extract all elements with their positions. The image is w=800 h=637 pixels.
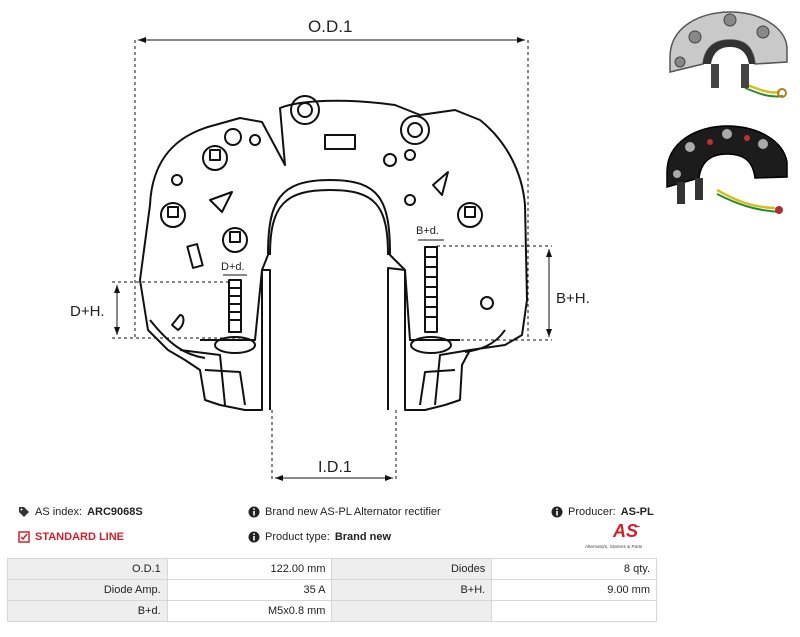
table-row: B+d. M5x0.8 mm xyxy=(7,600,657,622)
check-square-icon xyxy=(18,531,30,543)
bh-label: B+H. xyxy=(556,290,590,307)
table-row: O.D.1 122.00 mm Diodes 8 qty. xyxy=(7,558,657,580)
svg-text:-: - xyxy=(637,521,640,531)
spec-label: B+H. xyxy=(331,579,493,601)
info-icon xyxy=(248,531,260,543)
producer-label: Producer: xyxy=(568,506,616,518)
bd-label: B+d. xyxy=(416,225,439,237)
spec-label: Diode Amp. xyxy=(7,579,168,601)
rectifier-technical-drawing: O.D.1 I.D.1 D+H. B+H. D+d. B+d. xyxy=(70,17,590,481)
producer: Producer: AS-PL xyxy=(551,506,654,518)
as-pl-logo: AS - Alternators, Starters & Parts xyxy=(585,521,643,549)
spec-value xyxy=(491,600,657,622)
spec-value: 8 qty. xyxy=(491,558,657,580)
product-type: Product type: Brand new xyxy=(248,531,391,543)
dh-label: D+H. xyxy=(70,303,105,320)
spec-label: B+d. xyxy=(7,600,168,622)
spec-value: 122.00 mm xyxy=(166,558,333,580)
as-index-value: ARC9068S xyxy=(87,506,143,518)
spec-value: M5x0.8 mm xyxy=(166,600,333,622)
logo-tagline: Alternators, Starters & Parts xyxy=(585,544,643,549)
spec-label: Diodes xyxy=(331,558,493,580)
tag-icon xyxy=(19,507,29,517)
spec-table: O.D.1 122.00 mm Diodes 8 qty. Diode Amp.… xyxy=(7,558,657,622)
as-index-label: AS index: xyxy=(35,506,83,518)
spec-value: 35 A xyxy=(166,579,333,601)
spec-value: 9.00 mm xyxy=(491,579,657,601)
as-index: AS index: ARC9068S xyxy=(18,506,143,518)
producer-value: AS-PL xyxy=(620,506,654,518)
logo-text: AS xyxy=(612,521,638,541)
product-type-label: Product type: xyxy=(265,531,330,543)
product-photo-bottom xyxy=(666,125,788,214)
product-type-value: Brand new xyxy=(334,531,392,543)
table-row: Diode Amp. 35 A B+H. 9.00 mm xyxy=(7,579,657,601)
description: Brand new AS-PL Alternator rectifier xyxy=(248,506,441,518)
standard-line-label: STANDARD LINE xyxy=(35,531,125,543)
standard-line: STANDARD LINE xyxy=(18,531,124,543)
spec-label: O.D.1 xyxy=(7,558,168,580)
info-icon xyxy=(551,506,563,518)
dd-label: D+d. xyxy=(221,261,245,273)
product-photo-top xyxy=(669,11,788,98)
spec-label xyxy=(331,600,493,622)
info-icon xyxy=(248,506,260,518)
id-label: I.D.1 xyxy=(318,459,352,476)
od-label: O.D.1 xyxy=(308,17,352,36)
description-text: Brand new AS-PL Alternator rectifier xyxy=(265,506,441,518)
